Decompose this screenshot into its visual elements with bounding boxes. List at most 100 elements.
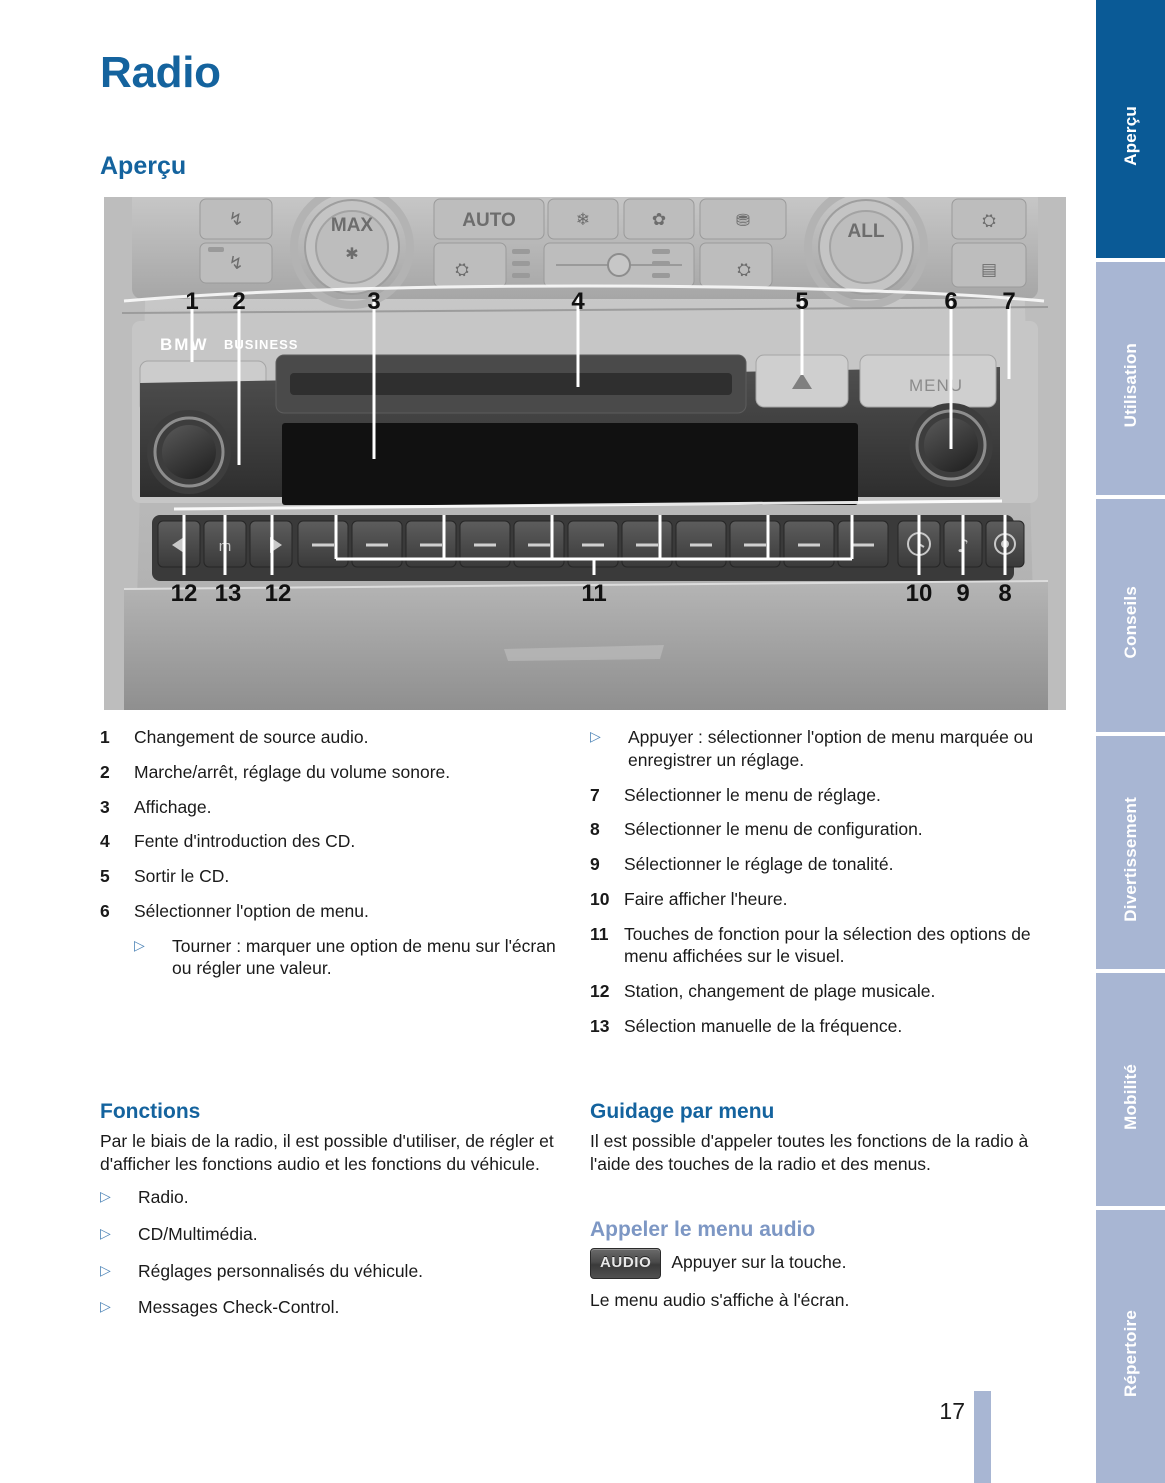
legend-subitem-text: Appuyer : sélectionner l'option de menu … <box>628 727 1034 770</box>
list-item: ▷ Réglages personnalisés du véhicule. <box>100 1260 560 1283</box>
legend-item: 13 Sélection manuelle de la fréquence. <box>590 1015 1050 1038</box>
fonctions-heading: Fonctions <box>100 1100 201 1123</box>
triangle-bullet-icon: ▷ <box>100 1261 111 1278</box>
guidage-result: Le menu audio s'affiche à l'écran. <box>590 1289 850 1310</box>
sidebar-tab-label: Utilisation <box>1120 343 1140 428</box>
list-item-label: Messages Check-Control. <box>138 1297 340 1318</box>
legend-item: 1 Changement de source audio. <box>100 726 560 749</box>
legend-number: 11 <box>590 923 609 944</box>
legend-item: 8 Sélectionner le menu de configuration. <box>590 818 1050 841</box>
svg-text:ALL: ALL <box>848 221 885 242</box>
legend-subitem-text: Tourner : marquer une option de menu sur… <box>172 935 556 979</box>
legend-item: 5 Sortir le CD. <box>100 865 560 888</box>
legend-item: 3 Affichage. <box>100 796 560 819</box>
list-item-label: Radio. <box>138 1187 189 1208</box>
sidebar-tab-label: Aperçu <box>1120 106 1140 166</box>
legend-number: 3 <box>100 796 110 817</box>
svg-text:5: 5 <box>795 288 808 315</box>
list-item: ▷ Radio. <box>100 1186 560 1209</box>
legend-text: Sélection manuelle de la fréquence. <box>624 1015 903 1036</box>
legend-text: Changement de source audio. <box>134 727 369 747</box>
legend-item: 9 Sélectionner le réglage de tonalité. <box>590 853 1050 876</box>
section-tab-rail: Aperçu Utilisation Conseils Divertisseme… <box>1090 0 1165 1483</box>
legend-text: Sortir le CD. <box>134 866 230 886</box>
audio-button-key[interactable]: AUDIO <box>590 1248 662 1279</box>
section-heading: Aperçu <box>100 152 187 180</box>
legend-number: 6 <box>100 900 110 921</box>
svg-text:1: 1 <box>185 288 198 315</box>
legend-number: 12 <box>590 981 610 1001</box>
triangle-bullet-icon: ▷ <box>134 936 145 953</box>
svg-text:8: 8 <box>998 580 1011 607</box>
svg-text:11: 11 <box>581 580 606 607</box>
svg-text:↯: ↯ <box>228 253 243 274</box>
legend-list-right: ▷ Appuyer : sélectionner l'option de men… <box>590 726 1050 1038</box>
legend-number: 5 <box>100 866 110 886</box>
legend-text: Sélectionner le menu de configuration. <box>624 819 923 840</box>
sidebar-tab-utilisation[interactable]: Utilisation <box>1096 262 1165 495</box>
fonctions-paragraph: Par le biais de la radio, il est possibl… <box>100 1131 554 1175</box>
sidebar-tab-divertissement[interactable]: Divertissement <box>1096 736 1165 969</box>
triangle-bullet-icon: ▷ <box>100 1298 111 1315</box>
svg-text:2: 2 <box>232 288 245 315</box>
legend-subitem: ▷ Appuyer : sélectionner l'option de men… <box>590 726 1050 772</box>
legend-text: Faire afficher l'heure. <box>624 888 788 909</box>
list-item: ▷ Messages Check-Control. <box>100 1296 560 1319</box>
svg-text:7: 7 <box>1002 288 1015 315</box>
svg-text:BMW: BMW <box>160 335 208 354</box>
svg-text:⛭: ⛭ <box>455 260 469 280</box>
svg-text:6: 6 <box>944 288 957 315</box>
svg-text:10: 10 <box>906 580 933 607</box>
page-number: 17 <box>939 1398 965 1424</box>
legend-text: Affichage. <box>134 796 212 817</box>
svg-text:9: 9 <box>956 580 969 607</box>
svg-text:✿: ✿ <box>652 210 666 230</box>
legend-number: 2 <box>100 761 110 782</box>
svg-text:⛃: ⛃ <box>736 211 750 231</box>
sidebar-tab-label: Mobilité <box>1120 1063 1140 1130</box>
guidage-paragraph: Il est possible d'appeler toutes les fon… <box>590 1131 1029 1175</box>
triangle-bullet-icon: ▷ <box>100 1224 111 1241</box>
legend-number: 8 <box>590 819 600 840</box>
legend-right-column: ▷ Appuyer : sélectionner l'option de men… <box>590 726 1050 1050</box>
legend-number: 9 <box>590 854 600 874</box>
sidebar-tab-mobilite[interactable]: Mobilité <box>1096 973 1165 1206</box>
legend-number: 10 <box>590 888 610 909</box>
legend-text: Sélectionner le menu de réglage. <box>624 784 881 805</box>
sidebar-tab-apercu[interactable]: Aperçu <box>1096 0 1165 258</box>
list-item-label: CD/Multimédia. <box>138 1223 258 1244</box>
svg-text:AUTO: AUTO <box>462 210 515 231</box>
legend-item: 2 Marche/arrêt, réglage du volume sonore… <box>100 761 560 784</box>
legend-item: 7 Sélectionner le menu de réglage. <box>590 784 1050 807</box>
list-item: ▷ CD/Multimédia. <box>100 1223 560 1246</box>
list-item-label: Réglages personnalisés du véhicule. <box>138 1260 424 1281</box>
legend-item: 4 Fente d'introduction des CD. <box>100 830 560 853</box>
legend-number: 1 <box>100 727 110 747</box>
svg-text:12: 12 <box>265 580 292 607</box>
guidage-section: Guidage par menu Il est possible d'appel… <box>590 1100 1050 1322</box>
svg-text:MAX: MAX <box>331 215 374 236</box>
legend-item: 6 Sélectionner l'option de menu. <box>100 900 560 923</box>
svg-text:▤: ▤ <box>981 260 997 280</box>
svg-text:3: 3 <box>367 288 380 315</box>
legend-item: 12 Station, changement de plage musicale… <box>590 980 1050 1003</box>
legend-number: 13 <box>590 1015 610 1036</box>
guidage-subheading: Appeler le menu audio <box>590 1218 816 1242</box>
svg-text:✱: ✱ <box>345 244 358 263</box>
fonctions-section: Fonctions Par le biais de la radio, il e… <box>100 1100 560 1333</box>
triangle-bullet-icon: ▷ <box>100 1188 111 1205</box>
legend-text: Touches de fonction pour la sélection de… <box>624 923 1031 967</box>
triangle-bullet-icon: ▷ <box>590 728 601 744</box>
sidebar-tab-conseils[interactable]: Conseils <box>1096 499 1165 732</box>
legend-number: 4 <box>100 831 110 852</box>
legend-left-column: 1 Changement de source audio. 2 Marche/a… <box>100 726 560 992</box>
svg-text:❄: ❄ <box>576 210 590 230</box>
legend-text: Station, changement de plage musicale. <box>624 981 936 1001</box>
guidage-heading: Guidage par menu <box>590 1100 775 1123</box>
svg-text:MENU: MENU <box>909 376 963 395</box>
svg-text:13: 13 <box>215 580 242 607</box>
radio-unit-figure: ↯ ↯ MAX ✱ AUTO ⛭ ❄ ✿ <box>104 197 1066 710</box>
sidebar-tab-repertoire[interactable]: Répertoire <box>1096 1210 1165 1483</box>
svg-text:4: 4 <box>571 288 585 315</box>
